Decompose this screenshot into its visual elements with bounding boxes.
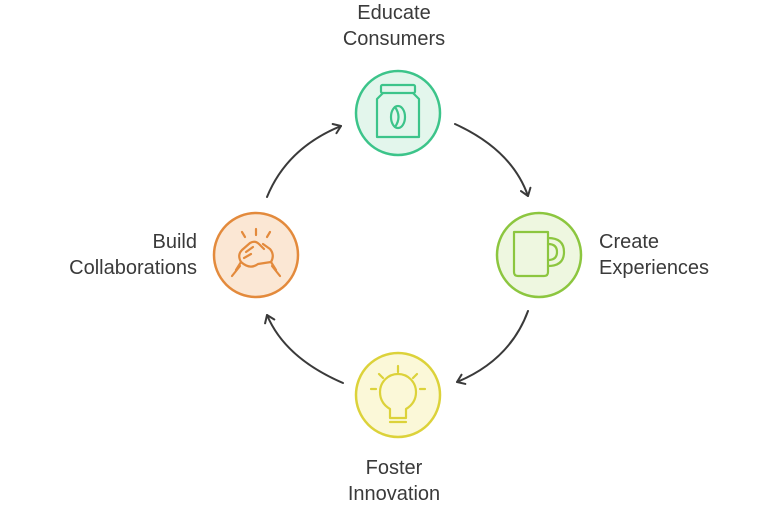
label-create-experiences: Create Experiences [599, 229, 709, 281]
label-line: Collaborations [69, 257, 197, 279]
node-educate-consumers [354, 69, 442, 157]
label-line: Innovation [347, 483, 441, 505]
node-circle [212, 211, 300, 299]
label-line: Create [599, 231, 660, 253]
label-line: Consumers [342, 28, 446, 50]
mug-icon [512, 230, 566, 278]
label-foster-innovation: Foster Innovation [304, 455, 484, 507]
node-build-collaborations [212, 211, 300, 299]
node-circle [354, 351, 442, 439]
label-build-collaborations: Build Collaborations [16, 229, 197, 281]
label-line: Experiences [599, 257, 710, 279]
handshake-icon [230, 227, 282, 278]
node-circle [495, 211, 583, 299]
label-educate-consumers: Educate Consumers [304, 0, 484, 52]
arrow-educate-to-create [454, 123, 532, 197]
label-line: Foster [365, 457, 423, 479]
node-foster-innovation [354, 351, 442, 439]
arrow-create-to-foster [456, 310, 529, 385]
node-create-experiences [495, 211, 583, 299]
lightbulb-icon [369, 364, 427, 424]
label-line: Educate [357, 2, 431, 24]
arrow-build-to-educate [266, 123, 342, 198]
coffee-jar-icon [375, 83, 421, 139]
label-line: Build [152, 231, 197, 253]
arrow-foster-to-build [264, 314, 344, 384]
